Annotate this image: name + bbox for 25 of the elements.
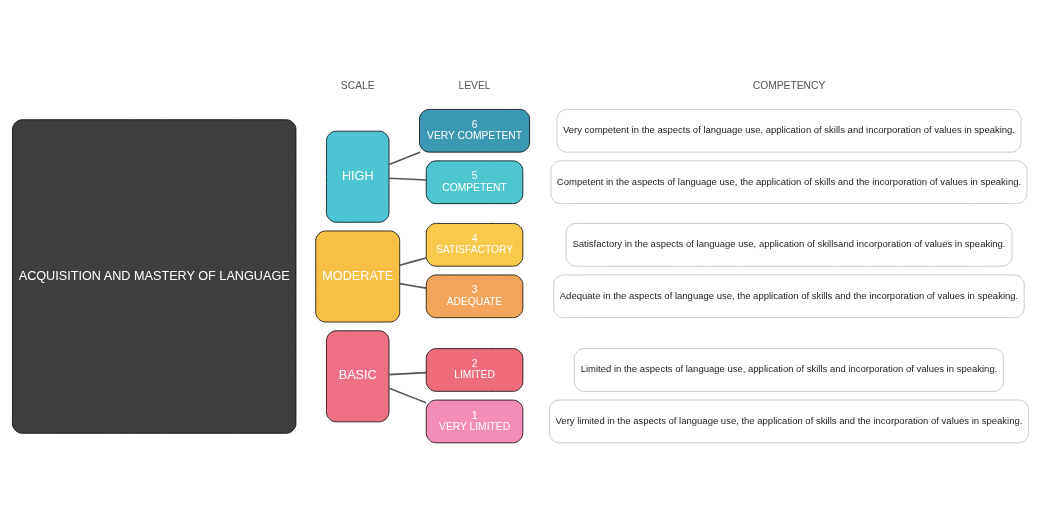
connector <box>388 371 427 376</box>
node-box: 2 LIMITED <box>425 348 524 392</box>
label: COMPETENCY <box>752 80 826 92</box>
node-box: ACQUISITION AND MASTERY OF LANGUAGE <box>12 119 297 434</box>
connector <box>388 387 427 404</box>
node-box: Very competent in the aspects of language use, application of skills and incorporation of values in speaking. <box>556 109 1022 153</box>
node-box: Very limited in the aspects of language use, the application of skills and the incorporation of values in speaking. <box>549 399 1029 444</box>
node-box: Adequate in the aspects of language use, the application of skills and the incorporation of values in speaking. <box>553 274 1025 319</box>
node-box: HIGH <box>326 130 390 223</box>
node-box: 6 VERY COMPETENT <box>419 109 530 153</box>
node-box: Competent in the aspects of language use, the application of skills and the incorporation of values in speaking. <box>550 160 1028 205</box>
connector <box>388 177 427 181</box>
connector <box>388 151 421 166</box>
connector <box>399 282 427 289</box>
label: SCALE <box>340 80 375 92</box>
node-box: 4 SATISFACTORY <box>425 223 524 267</box>
node-box: MODERATE <box>315 230 401 323</box>
node-box: 5 COMPETENT <box>425 160 524 205</box>
node-box: Limited in the aspects of language use, application of skills and incorporation of values in speaking. <box>573 348 1005 392</box>
node-box: 1 VERY LIMITED <box>425 399 524 444</box>
node-box: 3 ADEQUATE <box>425 274 524 319</box>
connector <box>399 257 427 266</box>
node-box: Satisfactory in the aspects of language use, application of skillsand incorporation of values in speaking. <box>565 223 1013 267</box>
node-box: BASIC <box>326 330 390 423</box>
label: LEVEL <box>458 80 491 92</box>
